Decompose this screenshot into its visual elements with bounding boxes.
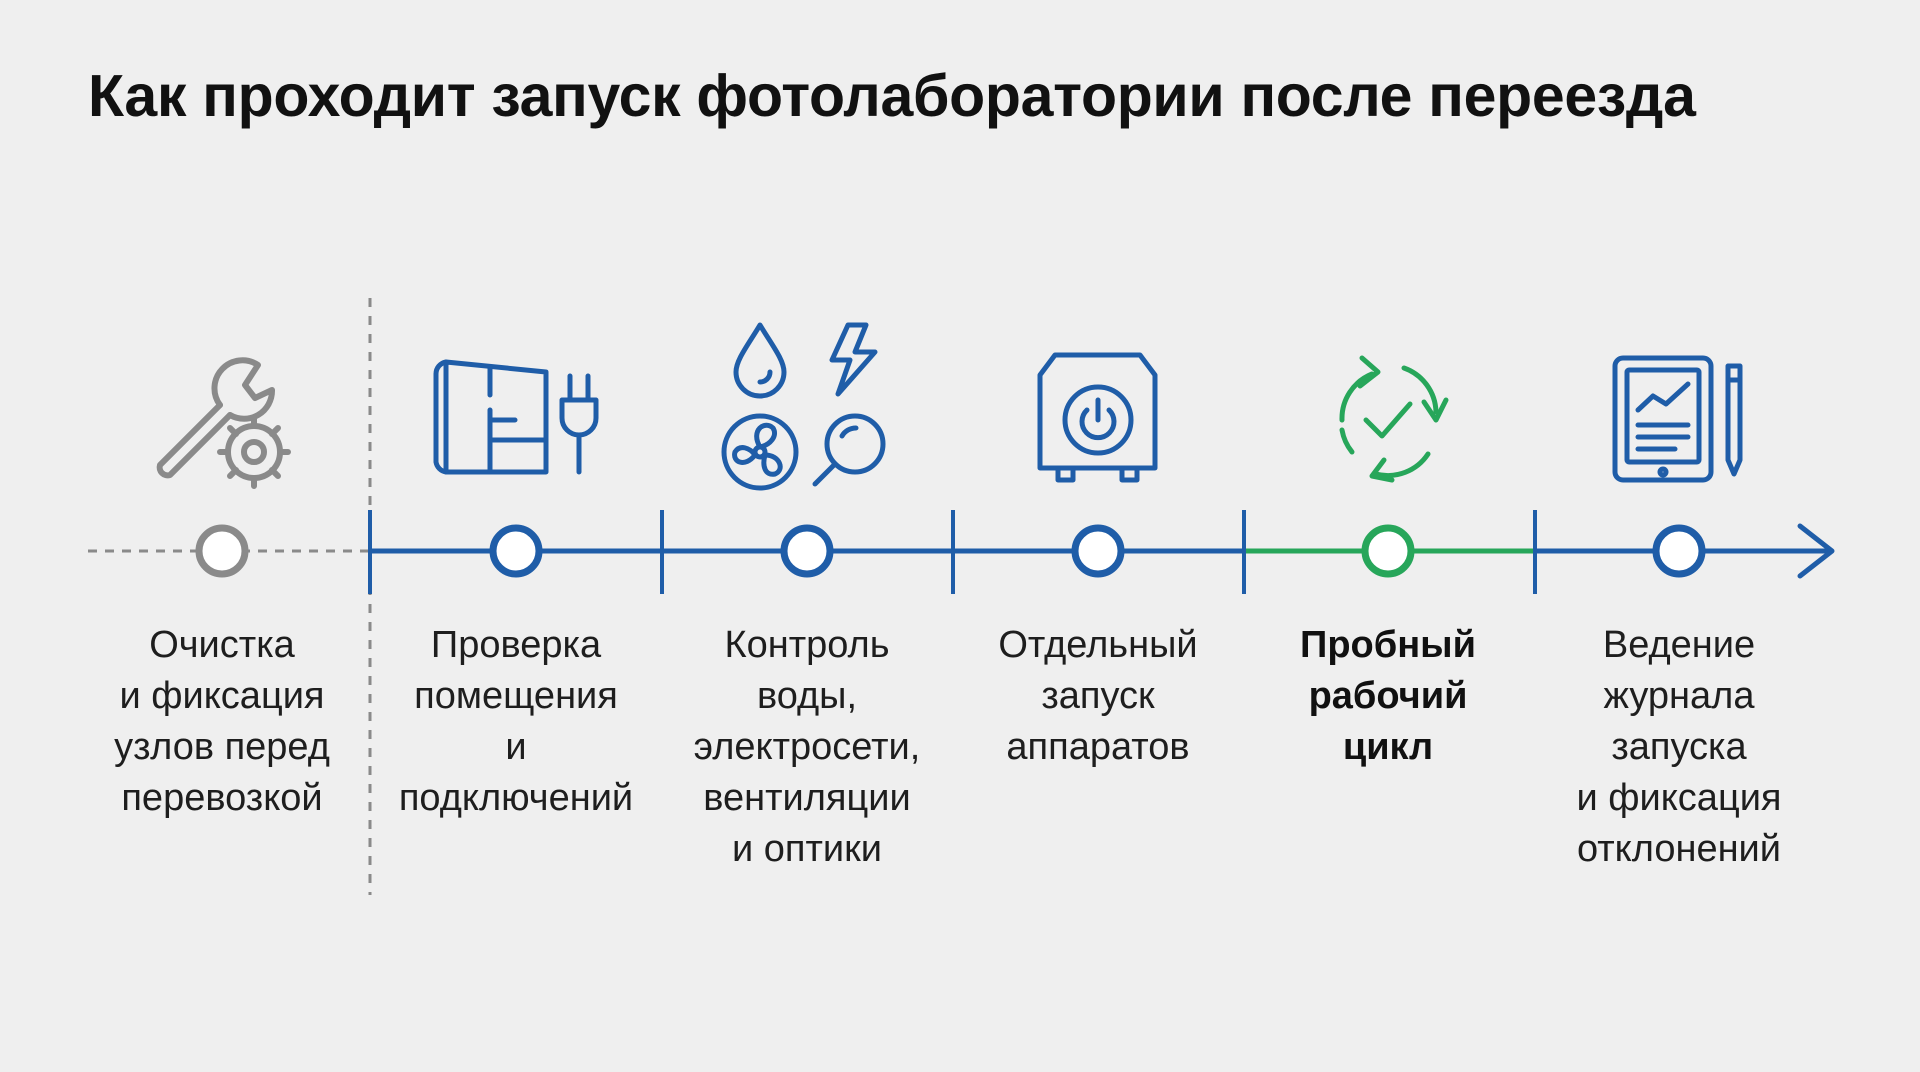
water-power-fan-lens-icon	[721, 322, 886, 491]
floorplan-plug-icon	[433, 359, 599, 475]
step-label-2: Проверка помещения и подключений	[398, 624, 634, 819]
step-label-5: Пробный рабочий цикл	[1300, 624, 1476, 768]
wrench-gear-icon	[156, 357, 291, 489]
step-label-4: Отдельный запуск аппаратов	[998, 624, 1198, 768]
step-node-5	[1361, 524, 1415, 578]
step-label-1: Очистка и фиксация узлов перед перевозко…	[114, 624, 330, 819]
page-title: Как проходит запуск фотолаборатории посл…	[88, 63, 1696, 129]
step-label-6: Ведение журнала запуска и фиксация откло…	[1576, 624, 1782, 870]
tablet-log-icon	[1612, 355, 1743, 483]
step-label-3: Контроль воды, электросети, вентиляции и…	[693, 624, 921, 870]
step-node-4	[1071, 524, 1125, 578]
step-node-6	[1652, 524, 1706, 578]
power-machine-icon	[1037, 352, 1158, 483]
step-node-1	[195, 524, 249, 578]
timeline-arrowhead	[1797, 523, 1835, 579]
step-node-3	[780, 524, 834, 578]
step-node-2	[489, 524, 543, 578]
cycle-check-icon	[1339, 355, 1449, 483]
